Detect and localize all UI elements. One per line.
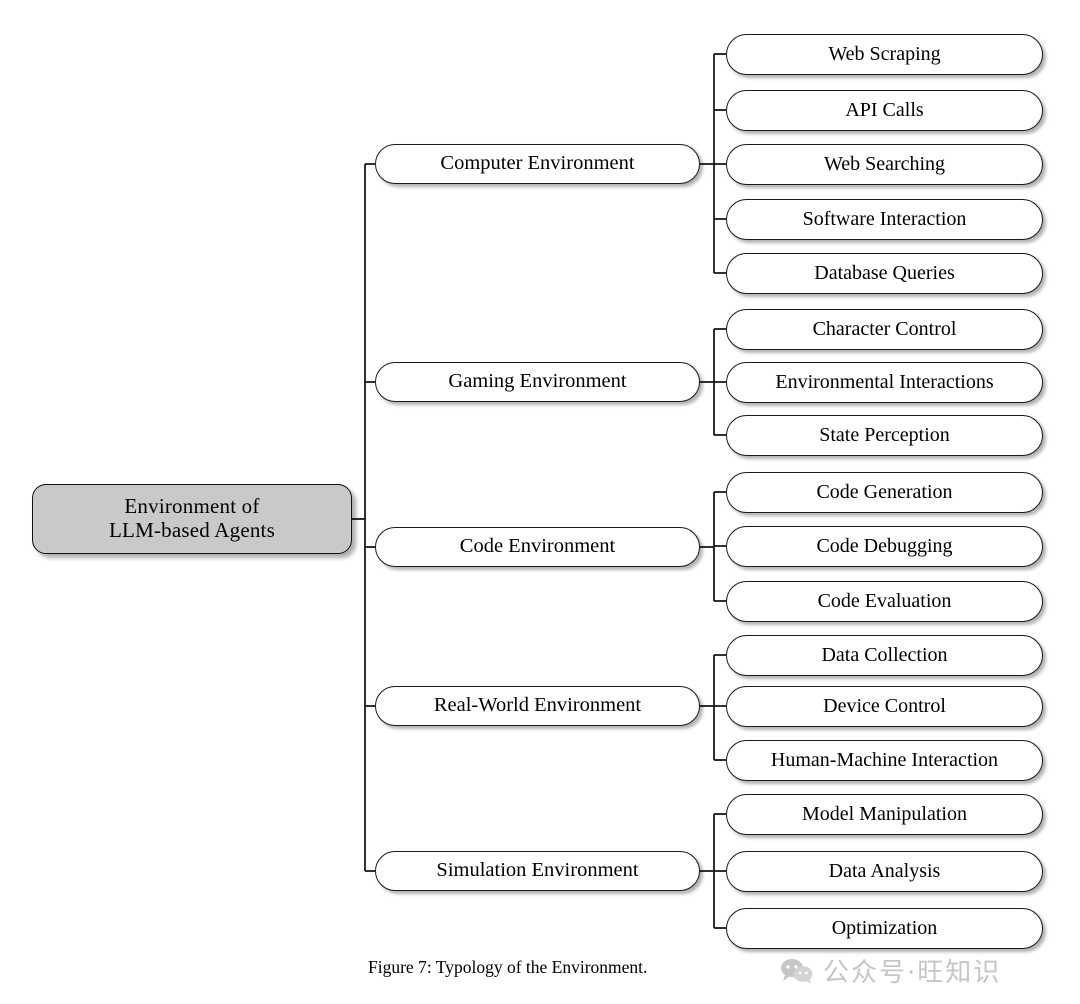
leaf-node-label: Character Control xyxy=(812,317,957,340)
figure-caption: Figure 7: Typology of the Environment. xyxy=(368,957,648,977)
leaf-node-software-interaction[interactable]: Software Interaction xyxy=(726,198,1043,240)
leaf-node-web-scraping[interactable]: Web Scraping xyxy=(726,33,1043,75)
leaf-node-label: State Perception xyxy=(819,423,950,446)
leaf-node-database-queries[interactable]: Database Queries xyxy=(726,252,1043,294)
branch-node-code-environment[interactable]: Code Environment xyxy=(375,527,700,567)
branch-node-label: Simulation Environment xyxy=(436,859,639,882)
leaf-node-label: Data Collection xyxy=(821,643,948,666)
leaf-node-label: Software Interaction xyxy=(802,207,967,230)
leaf-node-label: Code Generation xyxy=(816,480,953,503)
leaf-node-label: Data Analysis xyxy=(828,859,941,882)
leaf-node-label: Environmental Interactions xyxy=(775,370,994,393)
leaf-node-label: Web Searching xyxy=(823,152,946,175)
leaf-node-api-calls[interactable]: API Calls xyxy=(726,89,1043,131)
leaf-node-label: Code Evaluation xyxy=(817,589,952,612)
leaf-node-code-evaluation[interactable]: Code Evaluation xyxy=(726,580,1043,622)
leaf-node-model-manipulation[interactable]: Model Manipulation xyxy=(726,793,1043,835)
branch-node-simulation-environment[interactable]: Simulation Environment xyxy=(375,851,700,891)
branch-node-gaming-environment[interactable]: Gaming Environment xyxy=(375,362,700,402)
leaf-node-label: API Calls xyxy=(845,98,924,121)
leaf-node-code-generation[interactable]: Code Generation xyxy=(726,471,1043,513)
leaf-node-label: Model Manipulation xyxy=(802,802,967,825)
root-node-environment-of-llm-based-agents[interactable]: Environment of LLM-based Agents xyxy=(32,484,352,554)
leaf-node-data-analysis[interactable]: Data Analysis xyxy=(726,850,1043,892)
leaf-node-web-searching[interactable]: Web Searching xyxy=(726,143,1043,185)
branch-node-label: Computer Environment xyxy=(440,152,635,175)
branch-node-computer-environment[interactable]: Computer Environment xyxy=(375,144,700,184)
leaf-node-label: Human-Machine Interaction xyxy=(770,748,999,771)
leaf-node-environmental-interactions[interactable]: Environmental Interactions xyxy=(726,361,1043,403)
branch-node-label: Code Environment xyxy=(459,535,616,558)
leaf-node-state-perception[interactable]: State Perception xyxy=(726,414,1043,456)
watermark: 公众号·旺知识 xyxy=(780,952,1001,989)
leaf-node-label: Code Debugging xyxy=(816,534,953,557)
root-node-label: Environment of LLM-based Agents xyxy=(109,494,275,542)
leaf-node-data-collection[interactable]: Data Collection xyxy=(726,634,1043,676)
leaf-node-character-control[interactable]: Character Control xyxy=(726,308,1043,350)
leaf-node-human-machine-interaction[interactable]: Human-Machine Interaction xyxy=(726,739,1043,781)
leaf-node-device-control[interactable]: Device Control xyxy=(726,685,1043,727)
leaf-node-label: Web Scraping xyxy=(828,42,941,65)
leaf-node-label: Device Control xyxy=(823,694,946,717)
leaf-node-label: Database Queries xyxy=(814,261,955,284)
wechat-icon xyxy=(781,958,813,983)
leaf-node-code-debugging[interactable]: Code Debugging xyxy=(726,525,1043,567)
leaf-node-optimization[interactable]: Optimization xyxy=(726,907,1043,949)
watermark-text: 公众号·旺知识 xyxy=(823,958,1002,988)
leaf-node-label: Optimization xyxy=(831,916,938,939)
branch-node-label: Gaming Environment xyxy=(448,370,627,393)
branch-node-real-world-environment[interactable]: Real-World Environment xyxy=(375,686,700,726)
branch-node-label: Real-World Environment xyxy=(433,694,642,717)
